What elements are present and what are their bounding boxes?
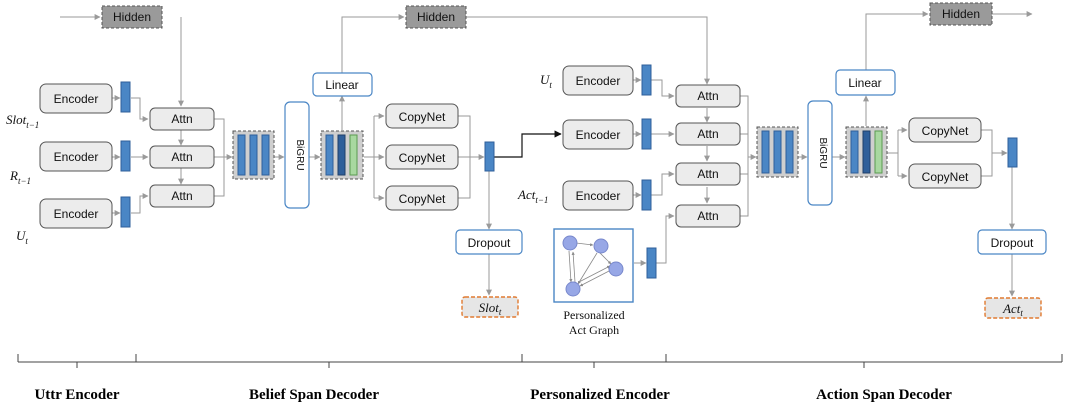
hidden-state-box: Hidden: [101, 5, 163, 29]
encoder-block: Encoder: [562, 180, 634, 211]
hidden-label: Hidden: [942, 7, 980, 21]
input-utterance-p: Ut: [540, 72, 552, 90]
slot-output-box: Slott: [461, 296, 519, 318]
copynet-block: CopyNet: [385, 185, 459, 211]
hidden-vector: [120, 81, 131, 113]
encoder-label: Encoder: [576, 189, 621, 203]
encoder-block: Encoder: [562, 65, 634, 96]
graph-node: [608, 261, 624, 277]
input-act-prev: Actt−1: [517, 187, 548, 205]
graph-caption: Personalized: [563, 308, 624, 322]
slot-output-label: Slott: [479, 300, 502, 317]
encoder-label: Encoder: [576, 128, 621, 142]
copynet-block: CopyNet: [385, 103, 459, 129]
input-response-prev: Rt−1: [9, 168, 31, 186]
section-label-action-span-decoder: Action Span Decoder: [816, 387, 952, 403]
personalized-encoder-group: Ut Actt−1 Encoder Encoder Encoder: [517, 64, 657, 337]
attn-block: Attn: [149, 184, 215, 208]
dropout-block: Dropout: [977, 229, 1047, 255]
input-slot-prev: Slott−1: [6, 112, 39, 130]
action-span-decoder-group: Attn Attn Attn Attn BiGRU: [675, 2, 1047, 319]
stacked-vectors: [845, 126, 888, 178]
stacked-vectors: [320, 130, 364, 180]
copynet-label: CopyNet: [399, 192, 446, 206]
act-output-box: Actt: [984, 297, 1042, 319]
hidden-vector: [120, 196, 131, 228]
hidden-vector: [641, 64, 652, 96]
uttr-encoder-group: Encoder Encoder Encoder Slott−1 Rt−1 Ut: [6, 81, 131, 246]
act-graph: [553, 228, 634, 303]
attn-label: Attn: [171, 112, 192, 126]
attn-label: Attn: [697, 89, 718, 103]
linear-block: Linear: [312, 72, 373, 97]
hidden-state-box: Hidden: [929, 2, 993, 26]
attn-label: Attn: [697, 167, 718, 181]
encoder-block: Encoder: [562, 119, 634, 150]
copynet-label: CopyNet: [399, 110, 446, 124]
copynet-block: CopyNet: [385, 144, 459, 170]
dropout-block: Dropout: [455, 229, 523, 255]
attn-block: Attn: [675, 204, 741, 228]
bigru-label: BiGRU: [817, 137, 828, 168]
hidden-vector: [641, 118, 652, 150]
graph-node: [593, 238, 609, 254]
attn-block: Attn: [675, 162, 741, 186]
encoder-block: Encoder: [39, 141, 113, 172]
belief-to-personalized-arrow: [494, 130, 562, 158]
output-vector: [1007, 137, 1018, 168]
attn-block: Attn: [675, 84, 741, 108]
hidden-label: Hidden: [417, 10, 455, 24]
bigru-block: BiGRU: [284, 101, 310, 209]
hidden-vector: [641, 179, 652, 211]
hidden-state-box: Hidden: [405, 5, 467, 29]
connectors: [60, 11, 1033, 297]
input-utterance: Ut: [16, 228, 28, 246]
encoder-label: Encoder: [54, 207, 99, 221]
bigru-label: BiGRU: [294, 139, 305, 170]
graph-caption: Act Graph: [569, 323, 619, 337]
stacked-vectors: [756, 126, 799, 178]
output-vector: [484, 141, 495, 172]
encoder-block: Encoder: [39, 83, 113, 114]
dropout-label: Dropout: [991, 236, 1034, 250]
belief-span-decoder-group: Hidden Attn Attn Attn BiGRU: [101, 5, 523, 318]
copynet-block: CopyNet: [908, 163, 982, 189]
attn-label: Attn: [697, 127, 718, 141]
attn-label: Attn: [697, 209, 718, 223]
linear-block: Linear: [835, 69, 896, 96]
copynet-label: CopyNet: [922, 124, 969, 138]
attn-block: Attn: [149, 107, 215, 131]
section-label-personalized-encoder: Personalized Encoder: [530, 387, 670, 403]
dropout-label: Dropout: [468, 236, 511, 250]
act-output-label: Actt: [1002, 301, 1023, 318]
graph-node: [565, 281, 581, 297]
hidden-vector: [646, 247, 657, 279]
attn-block: Attn: [675, 122, 741, 146]
encoder-label: Encoder: [54, 150, 99, 164]
encoder-label: Encoder: [54, 92, 99, 106]
section-label-uttr-encoder: Uttr Encoder: [34, 387, 119, 403]
graph-node: [562, 235, 578, 251]
copynet-block: CopyNet: [908, 117, 982, 143]
copynet-label: CopyNet: [922, 170, 969, 184]
section-label-belief-span-decoder: Belief Span Decoder: [249, 387, 379, 403]
hidden-label: Hidden: [113, 10, 151, 24]
encoder-block: Encoder: [39, 198, 113, 229]
attn-label: Attn: [171, 189, 192, 203]
section-bracket: [17, 354, 1063, 368]
bigru-block: BiGRU: [807, 100, 833, 206]
attn-block: Attn: [149, 145, 215, 169]
stacked-vectors: [232, 130, 275, 180]
linear-label: Linear: [848, 76, 881, 90]
copynet-label: CopyNet: [399, 151, 446, 165]
encoder-label: Encoder: [576, 74, 621, 88]
hidden-vector: [120, 140, 131, 172]
attn-label: Attn: [171, 150, 192, 164]
linear-label: Linear: [325, 78, 358, 92]
